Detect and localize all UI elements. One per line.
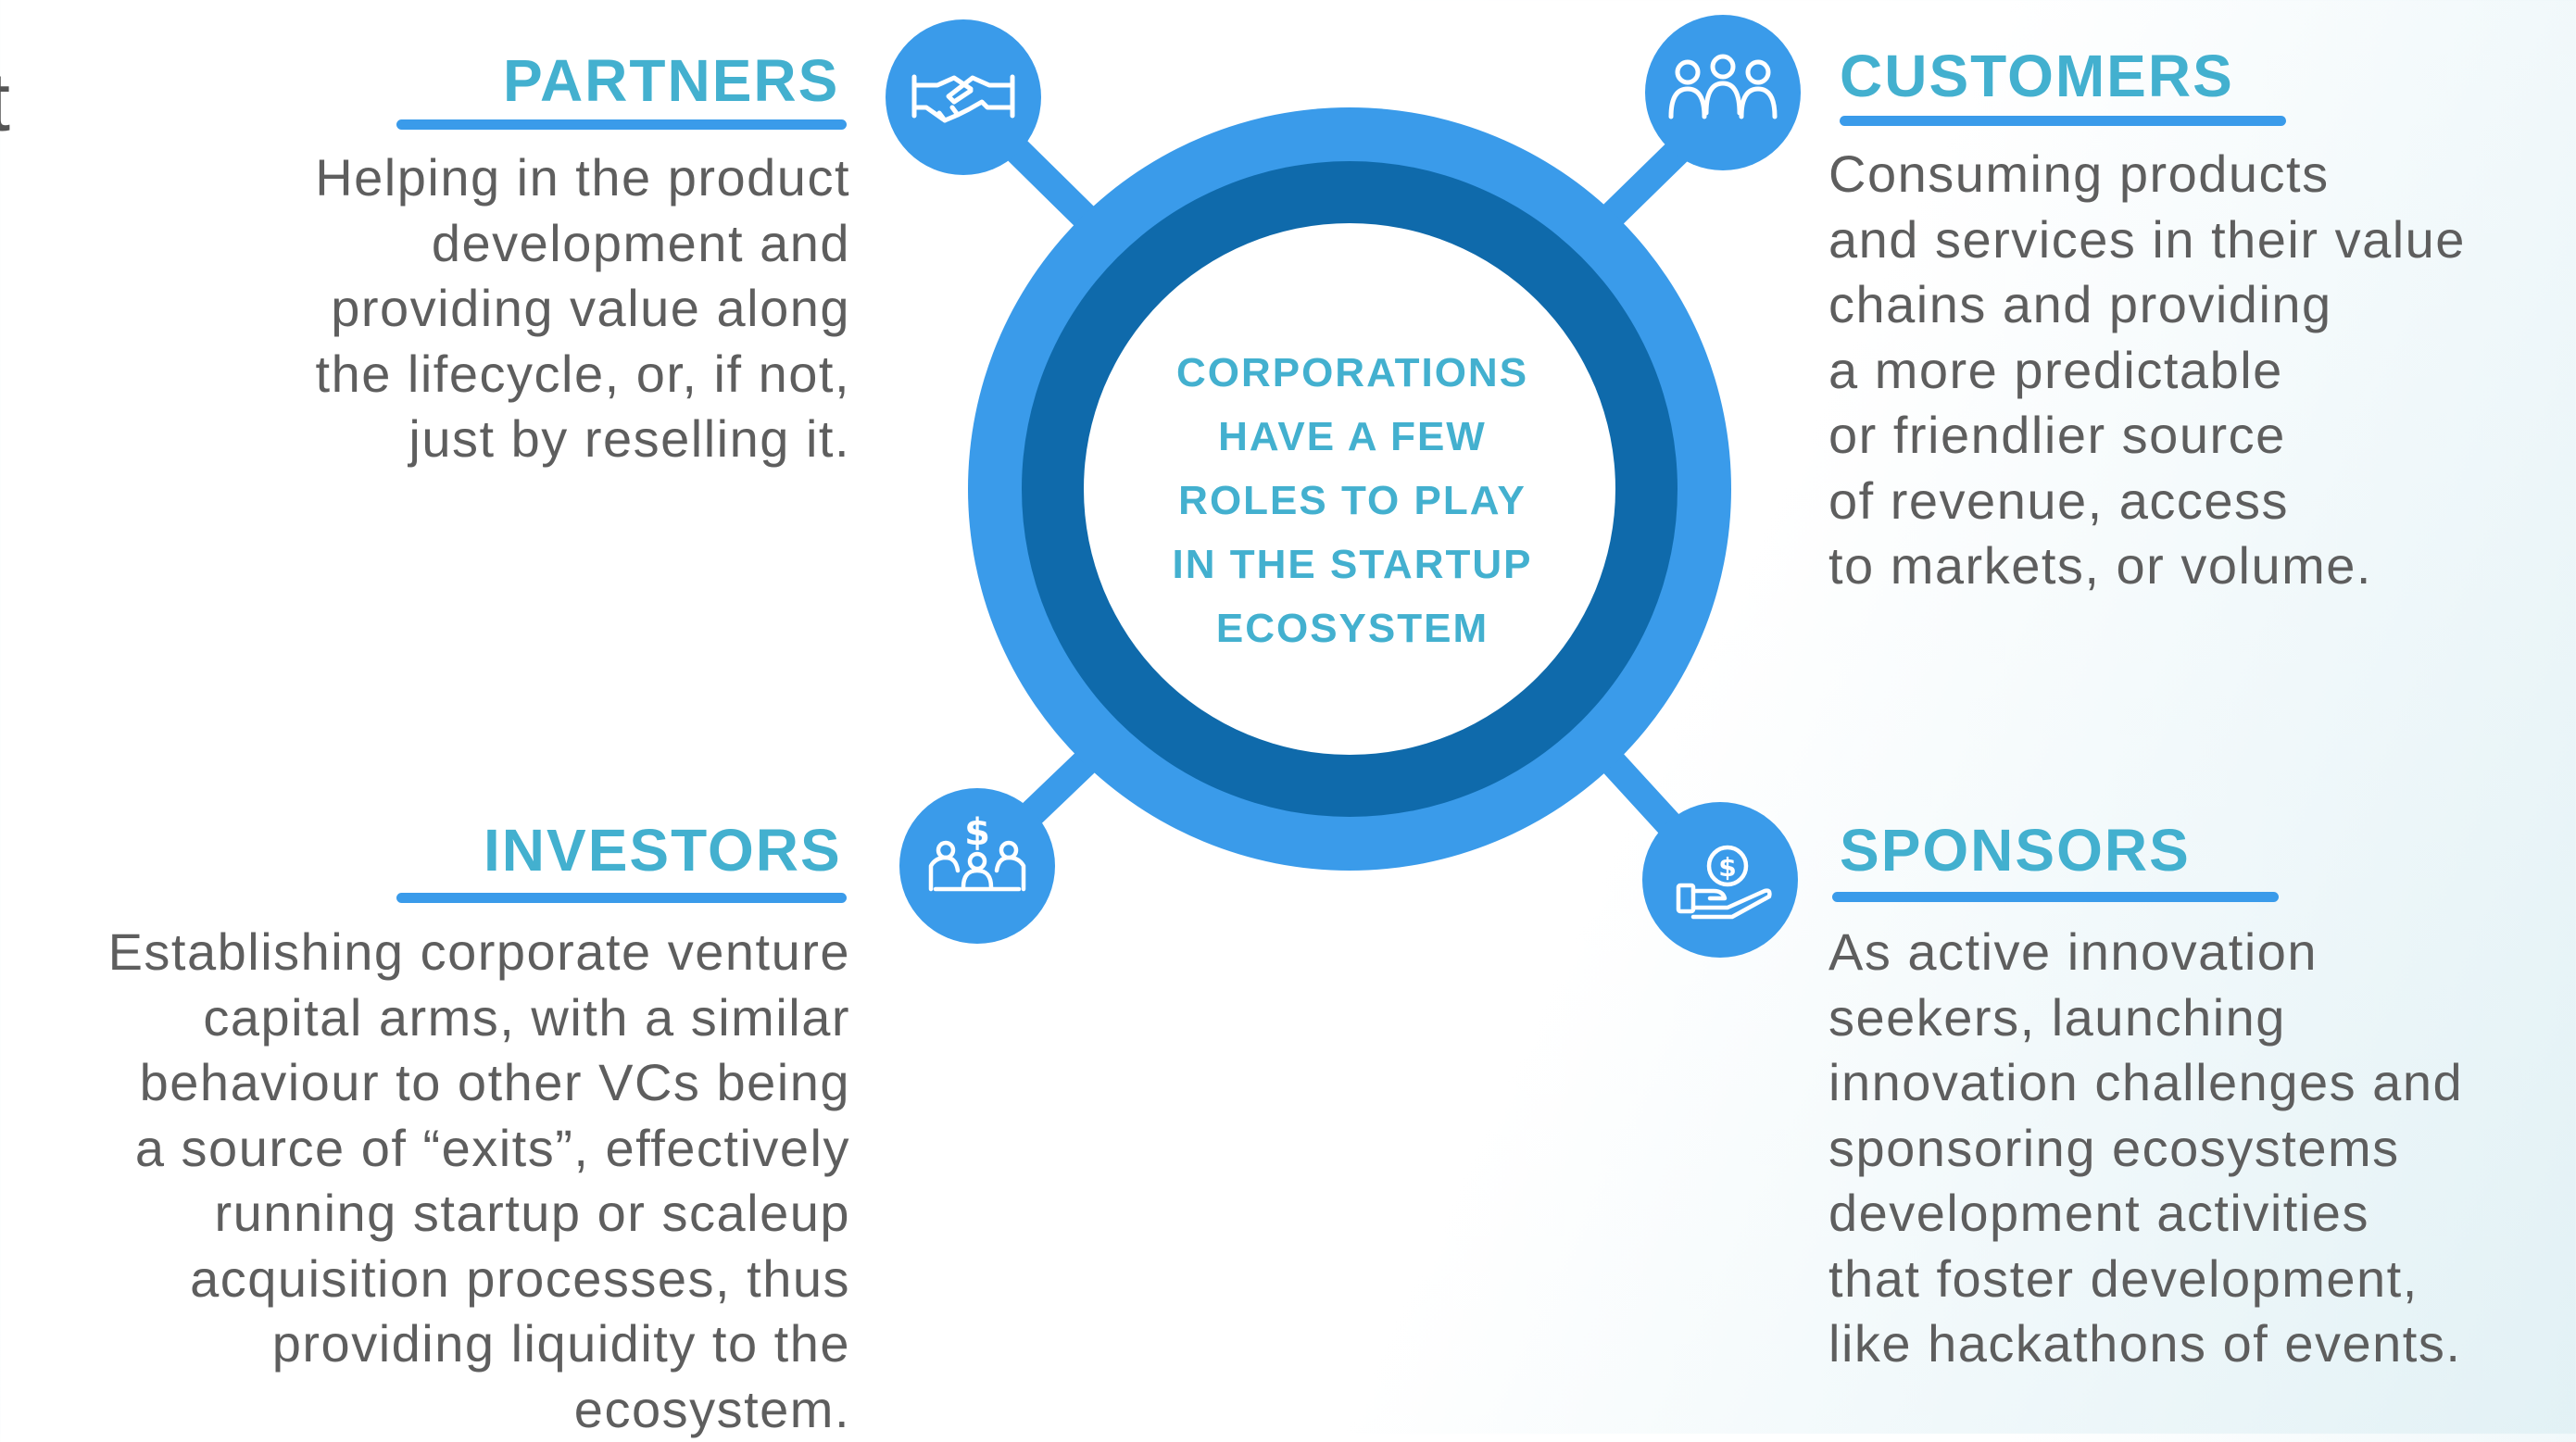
investors-bubble [899, 788, 1055, 944]
sponsors-bubble [1642, 802, 1798, 958]
hand-coin-icon: $ [1676, 845, 1772, 920]
customers-heading: CUSTOMERS [1840, 43, 2234, 109]
svg-text:$: $ [964, 811, 990, 854]
investment-meeting-icon: $ [928, 811, 1026, 892]
investors-description: Establishing corporate venture capital a… [107, 922, 850, 1438]
partners-rule [396, 119, 847, 130]
customers-description: Consuming products and services in their… [1828, 144, 2466, 595]
investors-rule [396, 893, 847, 903]
partners-heading: PARTNERS [503, 47, 840, 114]
center-title: CORPORATIONS HAVE A FEW ROLES TO PLAY IN… [1172, 350, 1533, 651]
customers-rule [1840, 116, 2286, 126]
sponsors-rule [1832, 892, 2279, 902]
sponsors-heading: SPONSORS [1840, 817, 2191, 884]
stray-character: t [0, 61, 10, 144]
people-group-icon [1668, 54, 1778, 119]
partners-description: Helping in the product development and p… [315, 148, 850, 468]
svg-text:$: $ [1718, 852, 1736, 883]
investors-heading: INVESTORS [484, 817, 842, 884]
customers-bubble [1645, 15, 1801, 170]
sponsors-description: As active innovation seekers, launching … [1828, 922, 2464, 1373]
handshake-icon [911, 74, 1015, 123]
center-disc [1084, 223, 1615, 755]
